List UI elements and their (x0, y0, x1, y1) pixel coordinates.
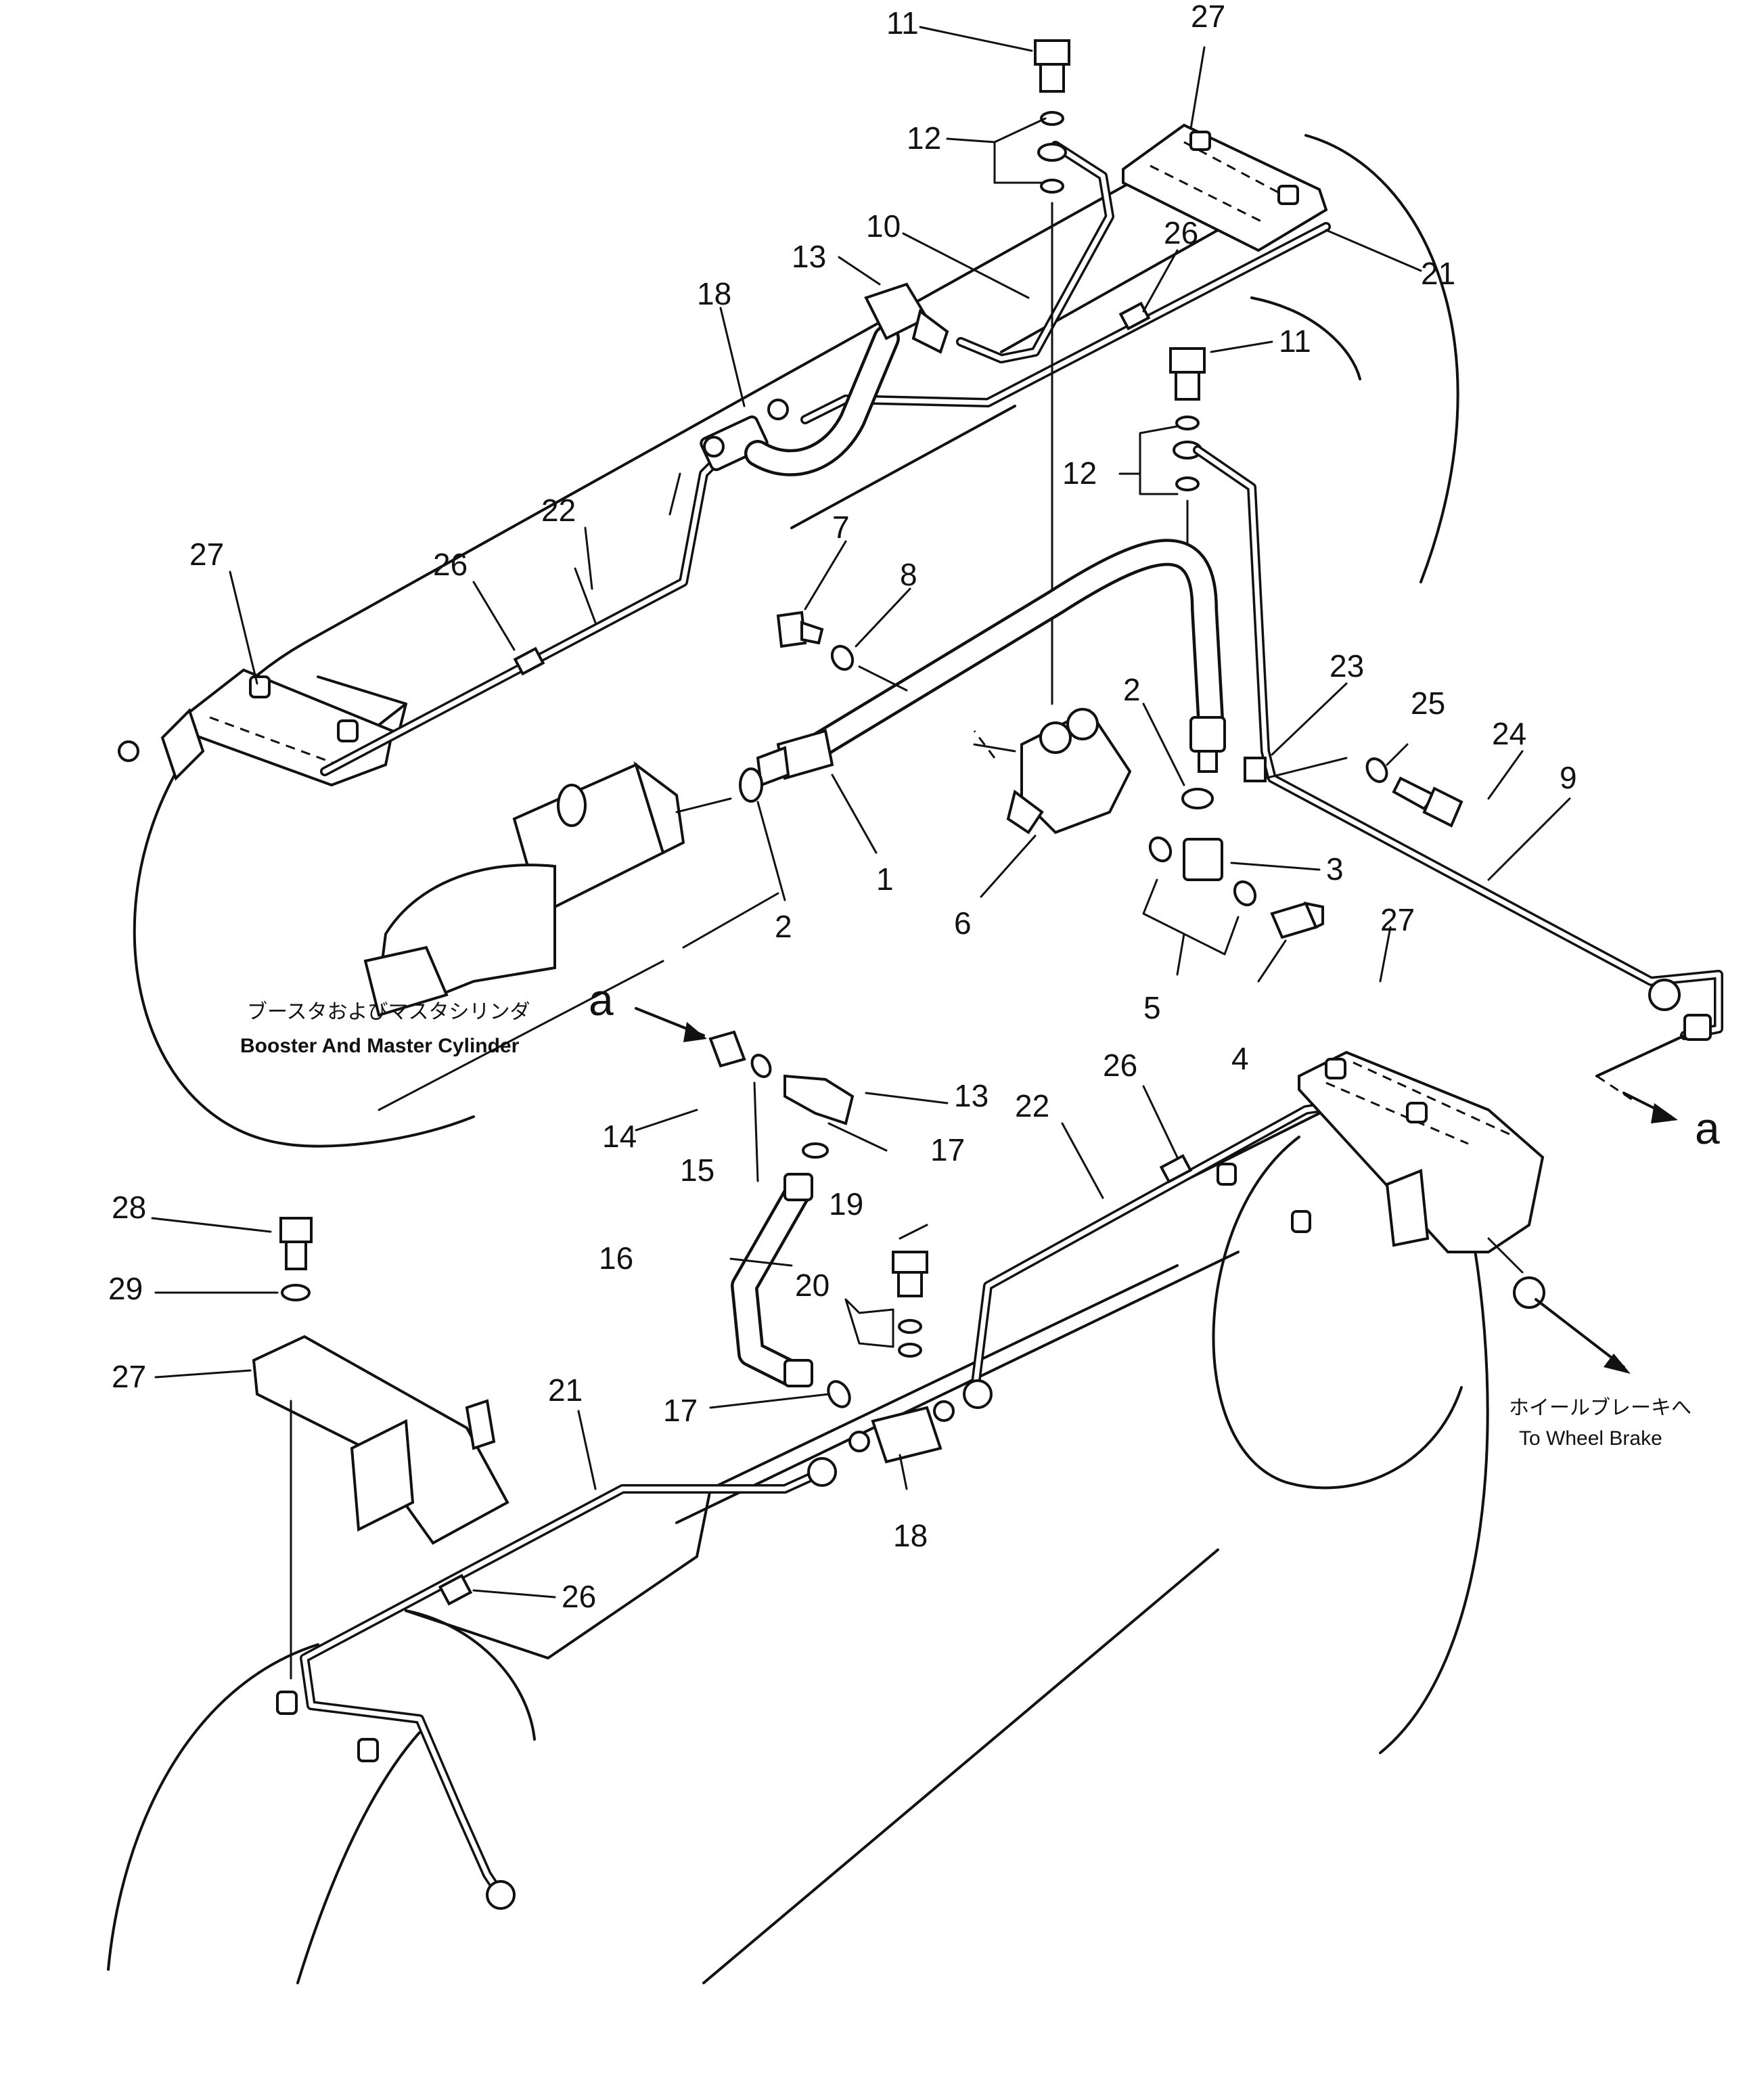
callout-12-right: 12 (1062, 455, 1097, 491)
clamp-bracket-27-lower-right (1298, 1050, 1545, 1309)
callout-18-top: 18 (697, 276, 731, 311)
section-arrows (635, 1007, 1686, 1374)
bolt-7 (776, 610, 908, 692)
callout-24: 24 (1492, 716, 1526, 751)
callout-labels: 11 27 12 10 13 26 21 18 11 12 22 27 26 7… (108, 0, 1720, 1614)
valve-6[interactable] (973, 708, 1132, 834)
callout-21-top: 21 (1421, 256, 1455, 291)
lower-fittings-13-to-17 (708, 1030, 855, 1408)
brake-pipe-upper (320, 222, 1331, 776)
caption-booster-en: Booster And Master Cylinder (240, 1035, 520, 1057)
pipe-clamp-23 (1244, 757, 1267, 782)
callout-27-top: 27 (1191, 0, 1225, 34)
callout-16: 16 (599, 1241, 633, 1276)
section-mark-a-right: a (1695, 1103, 1720, 1153)
brake-pipe-21-lower (276, 1163, 1311, 1910)
callout-22-upper: 22 (541, 493, 576, 528)
callout-12-top: 12 (907, 120, 941, 156)
callout-4: 4 (1231, 1041, 1249, 1076)
hose-13-upper (744, 282, 949, 476)
callout-21-lower: 21 (548, 1372, 583, 1408)
bolt-11-right (1169, 347, 1206, 550)
caption-wheel-brake-en: To Wheel Brake (1519, 1427, 1662, 1450)
callout-17-lower: 17 (663, 1393, 698, 1428)
callout-11-top: 11 (886, 5, 919, 41)
lower-tank-body (107, 1095, 1489, 1984)
callout-13-lower: 13 (954, 1078, 989, 1113)
callout-22-lower: 22 (1015, 1088, 1049, 1123)
section-mark-a-left: a (589, 975, 614, 1025)
callout-9: 9 (1560, 760, 1577, 795)
caption-booster-jp: ブースタおよびマスタシリンダ (247, 1001, 530, 1023)
callout-7: 7 (832, 510, 850, 545)
bolt-24 (1264, 757, 1463, 828)
booster-master-cylinder (363, 761, 763, 1017)
callout-11-right: 11 (1279, 323, 1311, 359)
callout-26-lower-right: 26 (1103, 1048, 1137, 1083)
callout-14: 14 (602, 1119, 637, 1154)
callout-26-upper-left: 26 (433, 547, 468, 582)
leader-lines (151, 26, 1571, 1599)
callout-23: 23 (1330, 648, 1364, 684)
three-way-joint-18-lower[interactable] (848, 1251, 955, 1464)
callout-25: 25 (1411, 686, 1445, 721)
callout-8: 8 (900, 557, 917, 592)
caption-wheel-brake-jp: ホイールブレーキへ (1509, 1397, 1691, 1419)
callout-27-upper-left: 27 (189, 537, 224, 572)
callout-17-upper: 17 (930, 1132, 965, 1167)
clamp-bracket-27-lower-left (252, 1217, 509, 1680)
callout-10: 10 (866, 208, 901, 244)
callout-19: 19 (829, 1186, 863, 1222)
callout-2-left: 2 (775, 909, 792, 944)
callout-26-lower-left: 26 (562, 1579, 596, 1614)
hose-1 (756, 539, 1226, 787)
clamp-bracket-27-upper-right (1122, 123, 1328, 252)
callout-6: 6 (954, 906, 972, 941)
pipe-clamp-26-upper-left (513, 646, 545, 676)
callout-28: 28 (112, 1190, 146, 1225)
callout-13-top: 13 (792, 239, 826, 274)
callout-15: 15 (680, 1153, 714, 1188)
callout-20: 20 (795, 1268, 830, 1303)
fitting-3-bolt-4-washer-5 (1148, 788, 1324, 939)
callout-2-right: 2 (1123, 672, 1141, 707)
brake-pipe-10 (956, 141, 1114, 363)
bolt-11-top (1034, 39, 1070, 705)
callout-27-right: 27 (1380, 902, 1415, 937)
brake-pipe-9 (1193, 445, 1723, 1041)
pipe-clamp-26-lower-left (438, 1573, 473, 1606)
callout-5: 5 (1143, 990, 1161, 1025)
callout-29: 29 (108, 1271, 143, 1306)
callout-3: 3 (1326, 851, 1344, 887)
clamp-bracket-27-upper-left (118, 668, 394, 787)
callout-26-top: 26 (1164, 215, 1198, 250)
callout-27-lower-left: 27 (112, 1359, 146, 1394)
three-way-joint-18-upper[interactable] (700, 399, 789, 472)
pipe-clamp-26-lower-right (1159, 1154, 1193, 1184)
callout-18-lower: 18 (893, 1518, 928, 1553)
callout-1: 1 (876, 862, 894, 897)
